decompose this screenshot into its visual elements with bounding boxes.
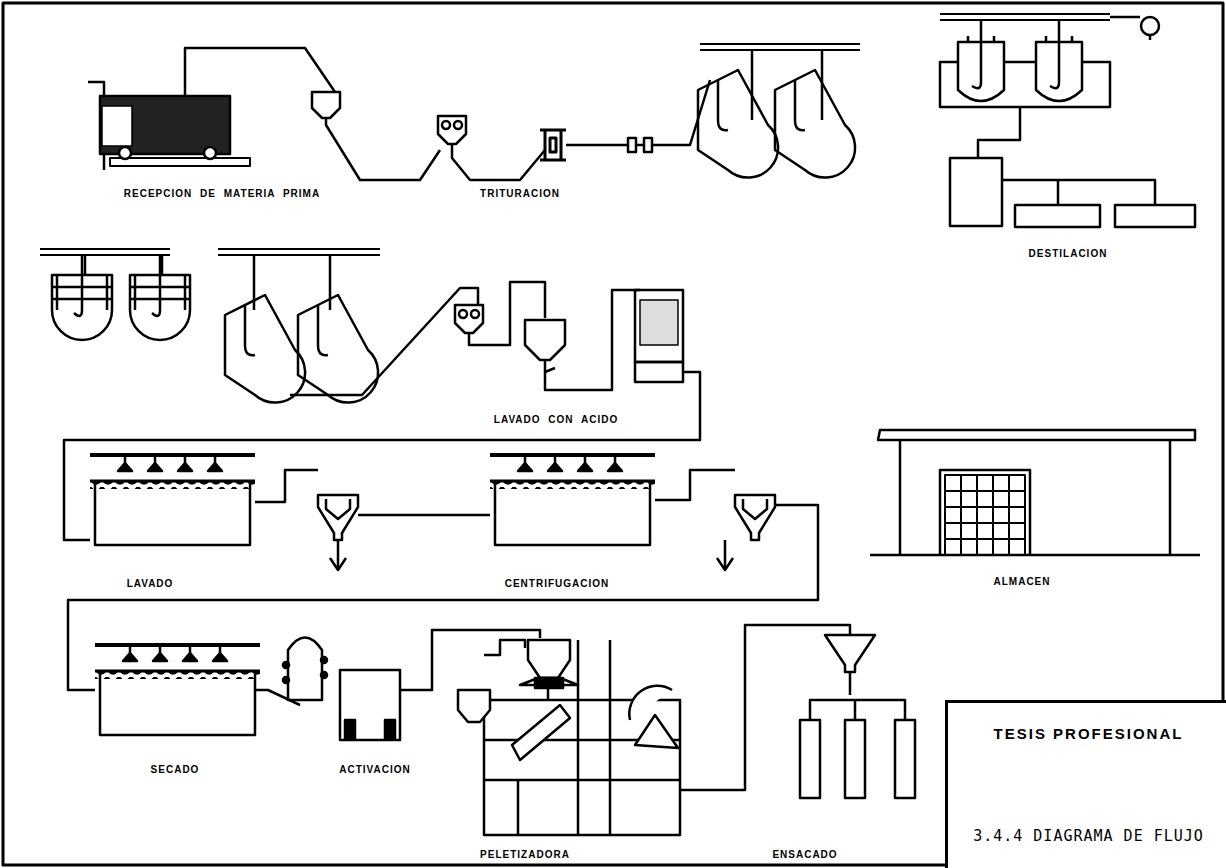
station-label: SECADO [149,764,202,775]
station-label: LAVADO CON ACIDO [492,414,620,425]
station-label: TRITURACION [478,188,562,199]
station-label: ACTIVACION [337,764,412,775]
station-label: DESTILACION [1027,248,1110,259]
station-label: ALMACEN [992,576,1053,587]
station-label: RECEPCION DE MATERIA PRIMA [122,188,322,199]
station-label: CENTRIFUGACION [503,578,612,589]
station-label: LAVADO [125,578,176,589]
station-label: PELETIZADORA [478,849,572,860]
drawing-number: 3.4.4 DIAGRAMA DE FLUJO [973,827,1204,845]
station-label: ENSACADO [770,849,839,860]
title-block: TESIS PROFESIONAL 3.4.4 DIAGRAMA DE FLUJO [945,700,1226,868]
title-heading: TESIS PROFESIONAL [994,725,1184,742]
